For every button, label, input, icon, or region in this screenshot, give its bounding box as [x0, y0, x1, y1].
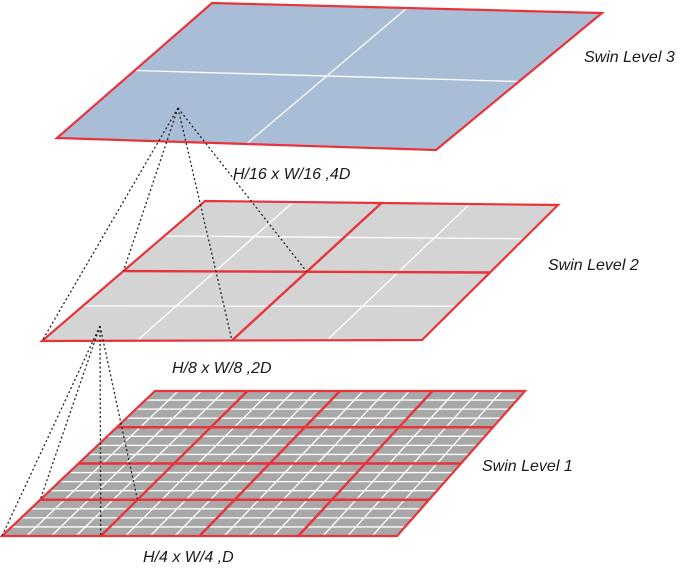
patch-line [134, 69, 520, 83]
level-1-plane [0, 389, 528, 538]
window-border-line [297, 390, 434, 537]
planes-layer [0, 1, 605, 538]
level-3-outline [54, 1, 605, 152]
projection-lines-layer [1, 107, 308, 537]
level-2-name: Swin Level 2 [548, 257, 639, 274]
level-1-name: Swin Level 1 [482, 458, 573, 475]
level-1-dims: H/4 x W/4 ,D [143, 549, 234, 566]
projection-line-3-to-2 [122, 107, 179, 272]
level-2-dims: H/8 x W/8 ,2D [172, 360, 272, 377]
level-3-name: Swin Level 3 [584, 49, 675, 66]
projection-line-3-to-2 [177, 107, 308, 273]
projection-line-3-to-2 [177, 107, 233, 341]
level-3-dims: H/16 x W/16 ,4D [233, 166, 351, 183]
level-1-outline [0, 389, 528, 538]
level-2-outline [39, 199, 561, 343]
projection-line-2-to-1 [39, 325, 101, 500]
level-2-plane [39, 199, 561, 343]
level-3-plane [54, 1, 605, 152]
labels-layer: Swin Level 3 H/16 x W/16 ,4D Swin Level … [143, 49, 675, 566]
projection-line-2-to-1 [99, 325, 102, 537]
